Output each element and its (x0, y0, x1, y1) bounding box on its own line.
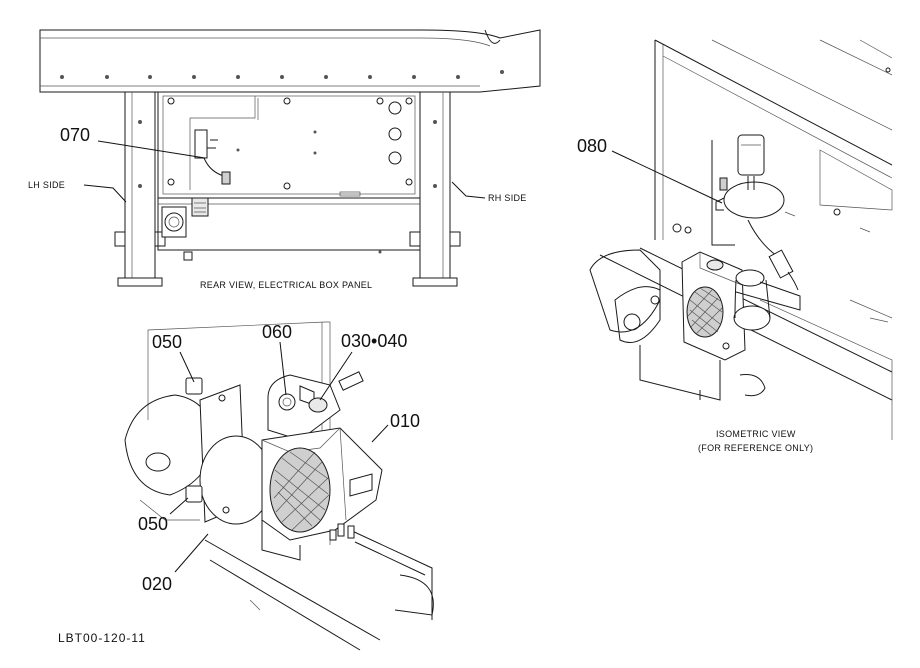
leader-rh-side (451, 181, 486, 199)
callout-060: 060 (262, 322, 292, 342)
callout-070: 070 (60, 125, 90, 145)
iso-view-caption-line1: ISOMETRIC VIEW (716, 429, 796, 439)
iso-view-caption-line2: (FOR REFERENCE ONLY) (698, 443, 813, 453)
callout-020: 020 (142, 574, 172, 594)
leader-lh-side (83, 184, 127, 203)
leader-010 (371, 424, 389, 443)
leader-060 (279, 341, 287, 396)
lh-side-label: LH SIDE (28, 180, 65, 190)
leader-050-bottom (169, 497, 189, 515)
leader-020 (174, 533, 209, 573)
rear-view-drawing (39, 29, 541, 287)
callout-010: 010 (390, 411, 420, 431)
rear-view-caption: REAR VIEW, ELECTRICAL BOX PANEL (200, 280, 372, 290)
leader-030-040 (319, 351, 353, 401)
callout-030-040: 030•040 (341, 331, 407, 351)
isometric-view-drawing (589, 39, 893, 440)
rh-side-label: RH SIDE (488, 193, 527, 203)
callout-080: 080 (577, 136, 607, 156)
detail-view-drawing (124, 321, 434, 651)
callout-050-bottom: 050 (138, 514, 168, 534)
document-number: LBT00-120-11 (58, 631, 146, 645)
callout-050-top: 050 (152, 332, 182, 352)
leader-050-top (179, 351, 195, 383)
leader-070 (97, 140, 206, 159)
leader-080 (611, 150, 723, 204)
